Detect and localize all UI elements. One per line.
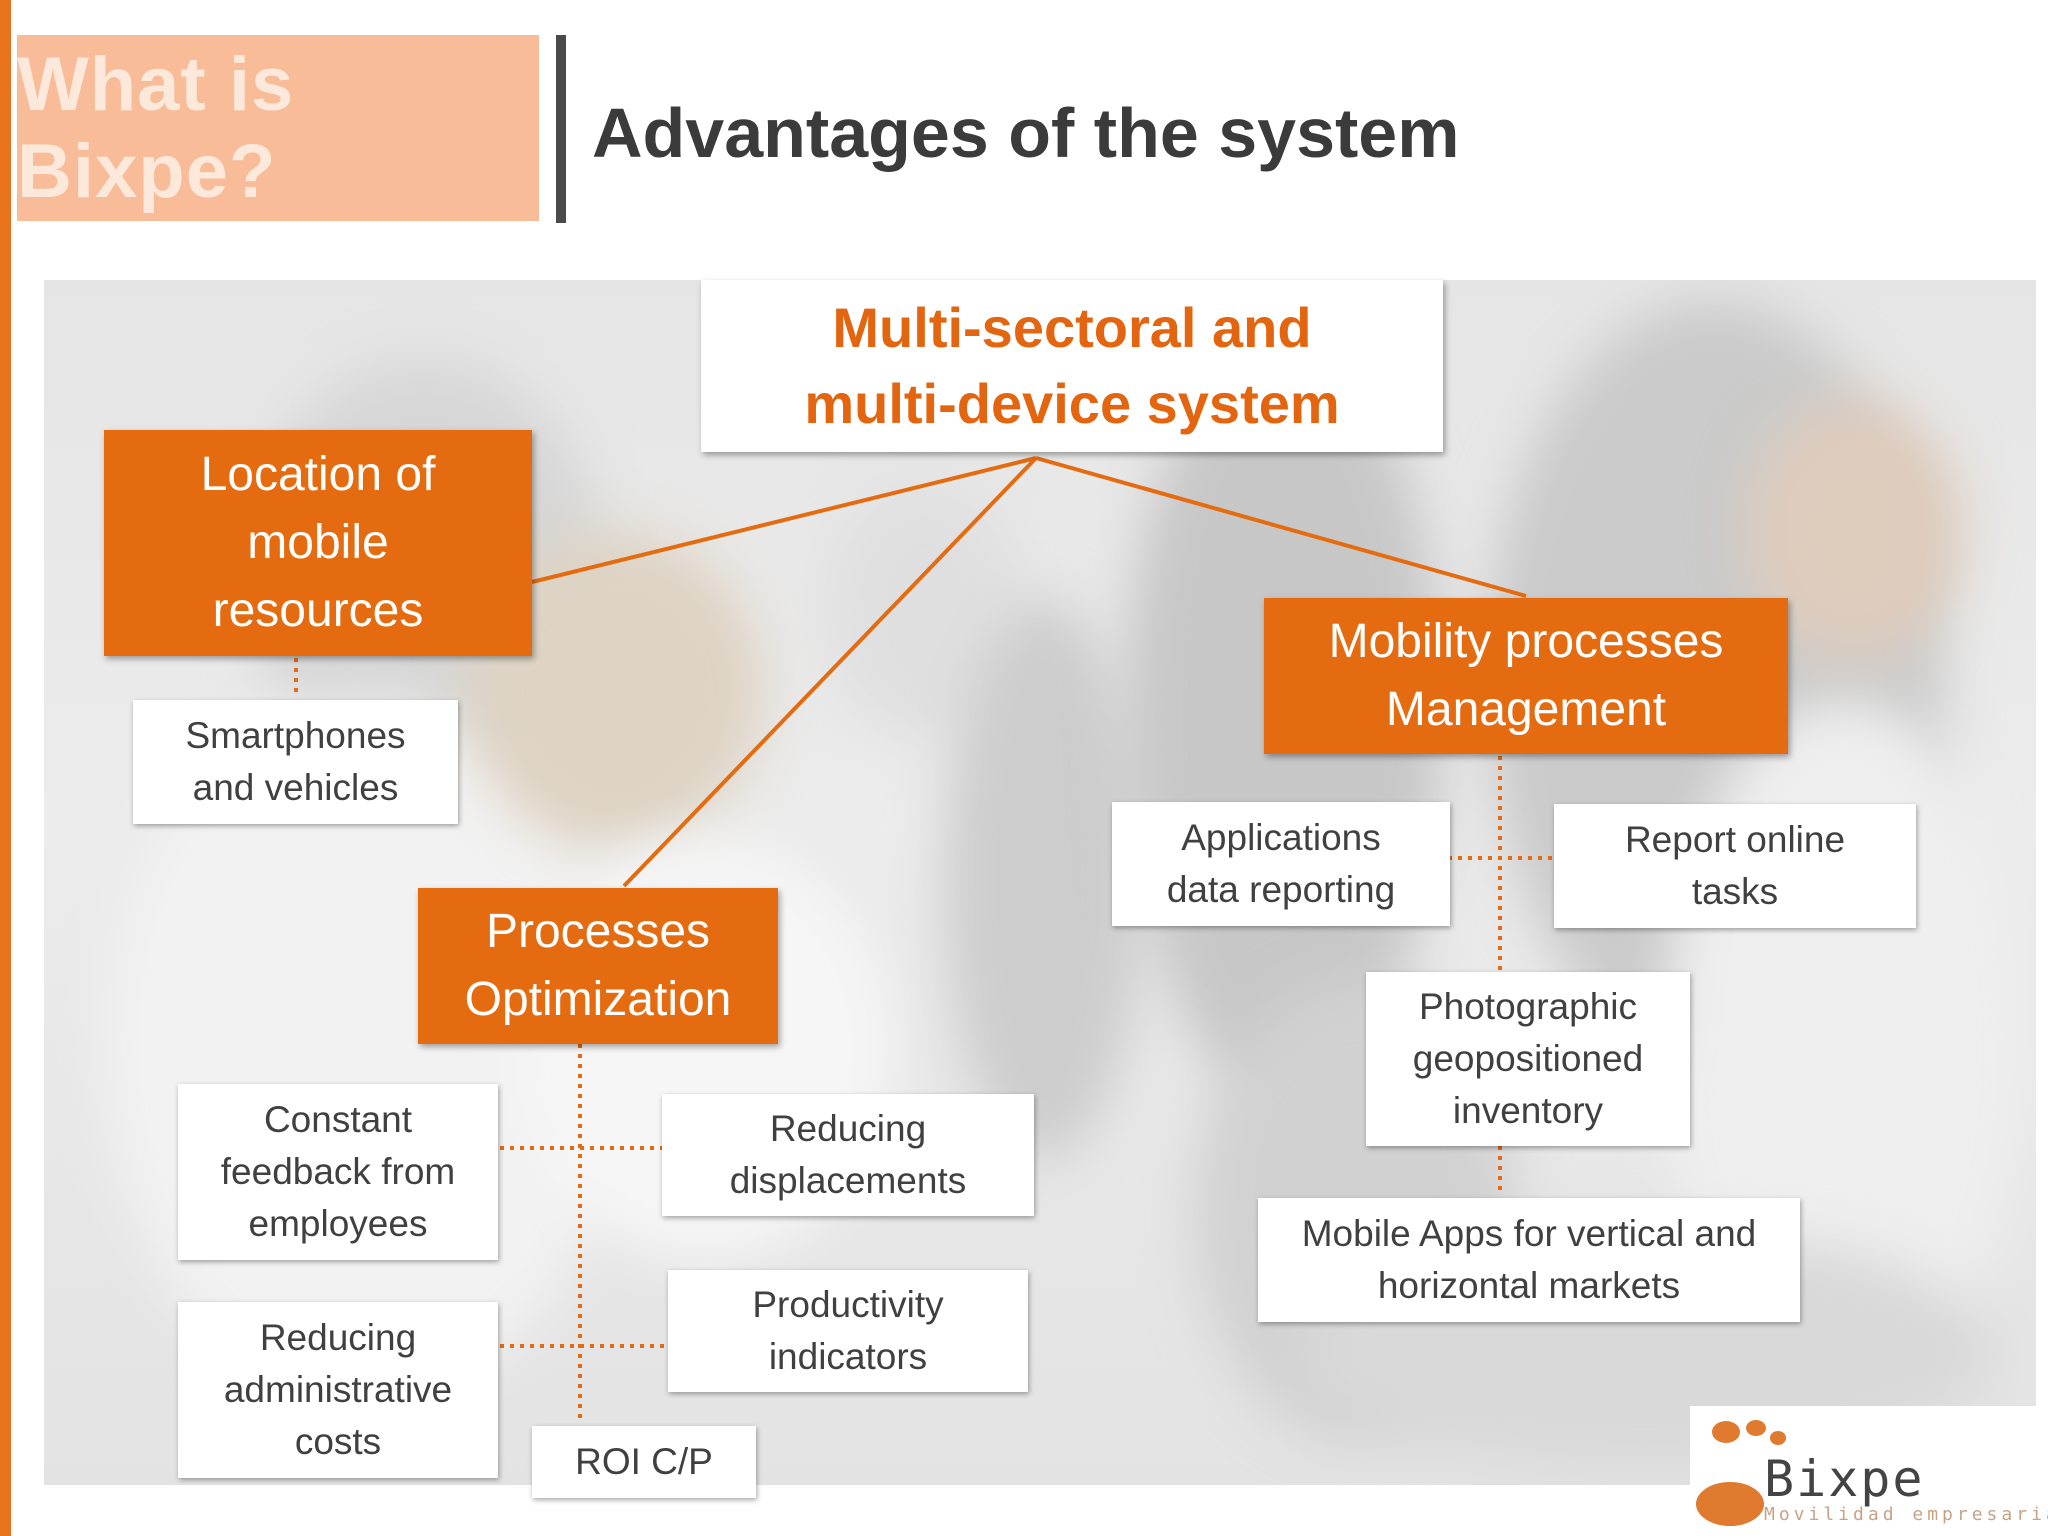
left-accent-bar bbox=[0, 0, 11, 1536]
leaf-report-online: Report online tasks bbox=[1554, 804, 1916, 928]
connector-central-processes bbox=[622, 456, 1038, 888]
section-tag: What is Bixpe? bbox=[17, 35, 539, 221]
branch-mobility: Mobility processes Management bbox=[1264, 598, 1788, 754]
leaf-roi: ROI C/P bbox=[532, 1426, 756, 1498]
connector-central-mobility bbox=[1035, 456, 1527, 598]
solid-connectors bbox=[531, 456, 1527, 888]
leaf-mobile-apps: Mobile Apps for vertical and horizontal … bbox=[1258, 1198, 1800, 1322]
leaf-applications-reporting: Applications data reporting bbox=[1112, 802, 1450, 926]
leaf-photographic-inventory: Photographic geopositioned inventory bbox=[1366, 972, 1690, 1146]
branch-processes: Processes Optimization bbox=[418, 888, 778, 1044]
branch-location: Location of mobile resources bbox=[104, 430, 532, 656]
leaf-productivity-indicators: Productivity indicators bbox=[668, 1270, 1028, 1392]
bixpe-logo bbox=[1690, 1406, 2048, 1536]
slide-title: Advantages of the system bbox=[592, 94, 1460, 172]
leaf-reducing-costs: Reducing administrative costs bbox=[178, 1302, 498, 1478]
leaf-constant-feedback: Constant feedback from employees bbox=[178, 1084, 498, 1260]
title-separator bbox=[556, 35, 566, 223]
logo-tagline: Movilidad empresarial bbox=[1764, 1504, 2048, 1525]
central-node: Multi-sectoral and multi-device system bbox=[701, 280, 1443, 452]
connector-central-location bbox=[531, 456, 1037, 584]
leaf-smartphones: Smartphones and vehicles bbox=[133, 700, 458, 824]
logo-wordmark: Bixpe bbox=[1764, 1450, 1925, 1508]
logo-mark-icon bbox=[1696, 1420, 1786, 1526]
leaf-reducing-displacements: Reducing displacements bbox=[662, 1094, 1034, 1216]
